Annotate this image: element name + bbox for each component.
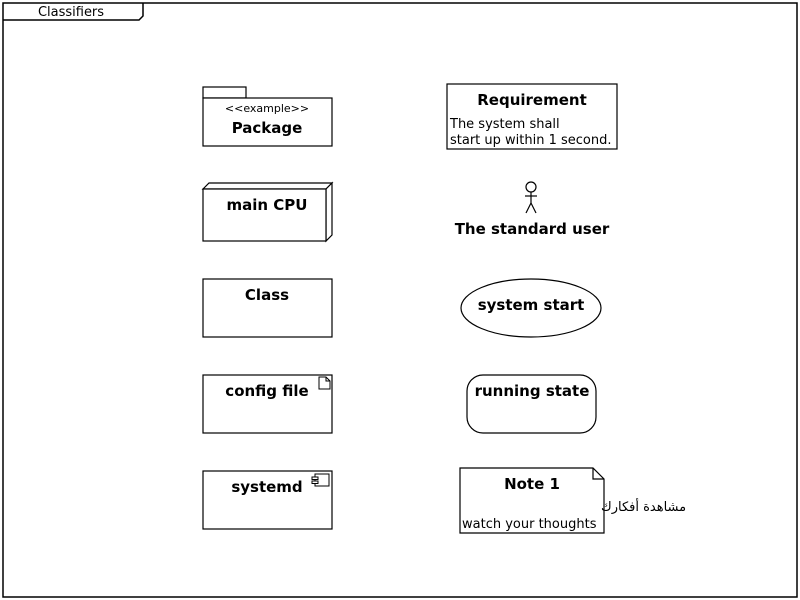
package-element[interactable]: <<example>> Package (202, 86, 333, 147)
usecase-name: system start (478, 296, 585, 314)
requirement-text-line1: The system shall (449, 117, 560, 132)
requirement-element[interactable]: Requirement The system shall start up wi… (446, 83, 618, 150)
component-name: systemd (231, 478, 302, 496)
class-name: Class (245, 286, 289, 304)
component-element[interactable]: systemd (202, 470, 333, 530)
note-line-english: watch your thoughts (462, 517, 597, 532)
note-element[interactable]: Note 1 مشاهدة أفكارك watch your thoughts (459, 467, 686, 534)
component-icon (311, 473, 330, 487)
note-line-arabic: مشاهدة أفكارك (601, 498, 686, 515)
artifact-element[interactable]: config file (202, 374, 333, 434)
node-element[interactable]: main CPU (201, 181, 334, 243)
requirement-text-line2: start up within 1 second. (450, 133, 612, 148)
artifact-name: config file (225, 382, 308, 400)
class-element[interactable]: Class (202, 278, 333, 338)
frame-title: Classifiers (38, 5, 104, 20)
state-element[interactable]: running state (466, 374, 597, 434)
actor-element[interactable]: The standard user (455, 181, 610, 238)
state-name: running state (475, 382, 590, 400)
note-title: Note 1 (504, 475, 560, 493)
requirement-title: Requirement (477, 91, 587, 109)
stick-figure-icon (525, 181, 537, 214)
package-name: Package (232, 119, 303, 137)
artifact-icon (318, 376, 331, 390)
package-stereotype: <<example>> (225, 102, 309, 115)
node-name: main CPU (227, 196, 308, 214)
actor-name: The standard user (455, 220, 610, 238)
usecase-element[interactable]: system start (460, 278, 602, 338)
